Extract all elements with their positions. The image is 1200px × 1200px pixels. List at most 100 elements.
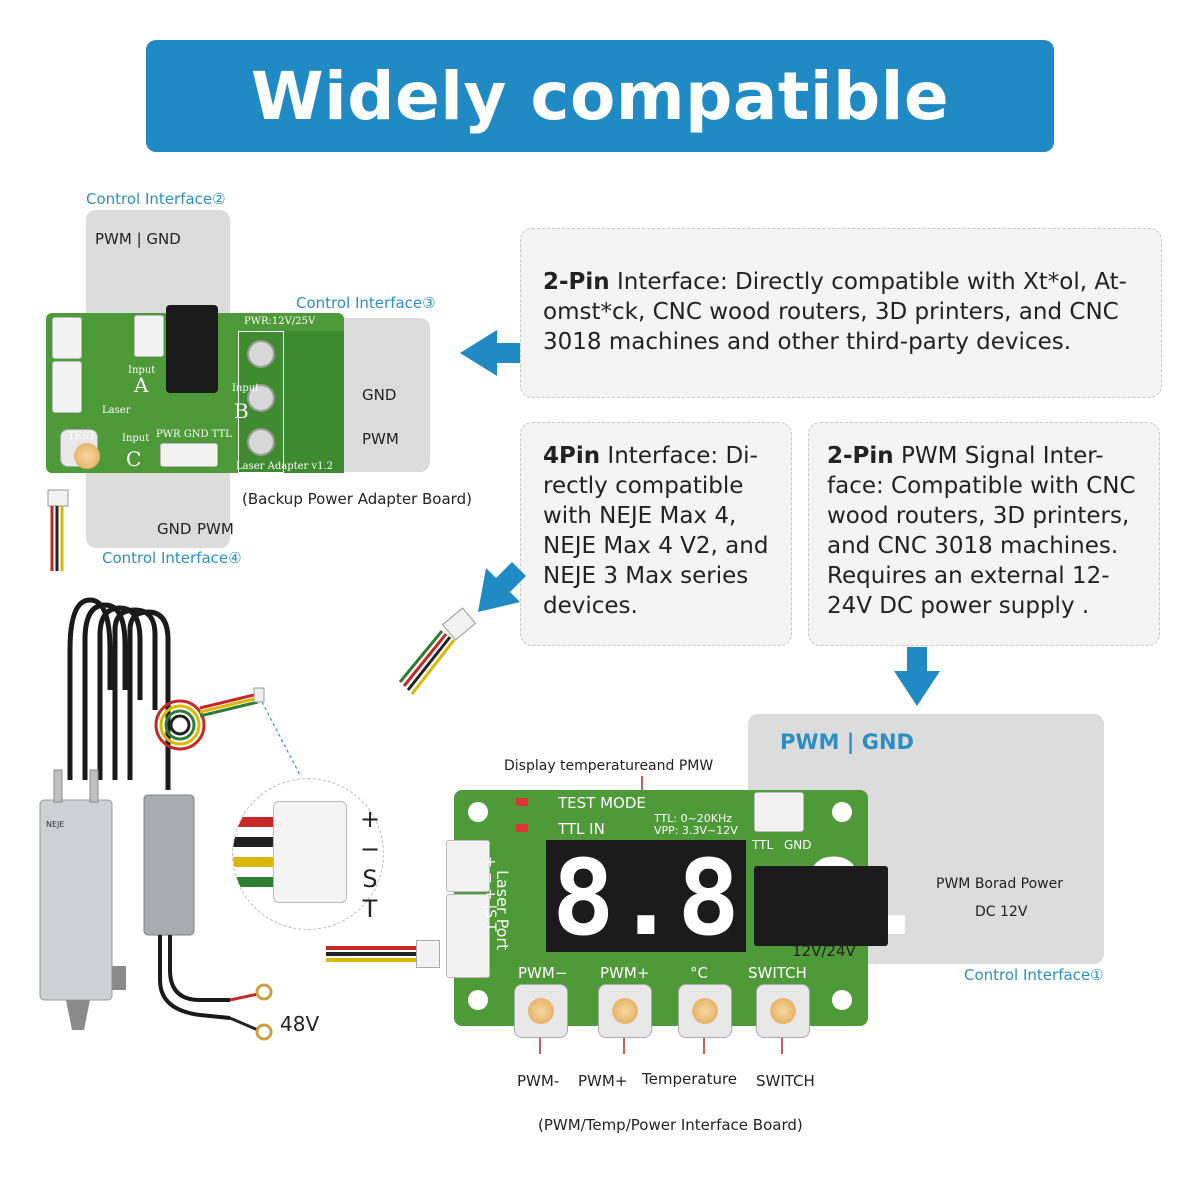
port-wire-red	[326, 946, 422, 950]
card-text: PWM Signal Inter-face: Compatible with C…	[827, 443, 1136, 619]
mount-hole	[468, 990, 488, 1010]
button-label-pwm-minus: PWM-	[517, 1072, 560, 1090]
mount-hole	[832, 990, 852, 1010]
mount-hole	[832, 802, 852, 822]
control-interface-2-label: Control Interface②	[86, 190, 226, 208]
backup-power-adapter-board: PWR:12V/25V Input A Laser Input B TEST I…	[46, 305, 344, 473]
terminal-screw-gnd	[247, 384, 275, 412]
control-interface-4-label: Control Interface④	[102, 549, 242, 567]
port-wire-black	[326, 952, 422, 956]
pwm-gnd-header: PWM | GND	[780, 730, 914, 754]
silk-a: A	[134, 373, 149, 397]
control-interface-1-label: Control Interface①	[964, 966, 1104, 984]
info-card-pwm-signal-interface: 2-Pin PWM Signal Inter-face: Compatible …	[808, 422, 1160, 646]
silk-ttl: TTL	[752, 838, 774, 852]
adapter-connector-1	[52, 317, 82, 359]
silk-btn-temp: °C	[690, 964, 708, 982]
silk-btn-pwm-plus: PWM+	[600, 964, 650, 982]
wire-green	[233, 877, 283, 887]
temperature-button[interactable]	[678, 984, 732, 1038]
silk-laser: Laser	[102, 405, 131, 416]
silk-input-c: Input	[122, 433, 150, 444]
mount-hole	[468, 802, 488, 822]
terminal-block	[238, 331, 284, 473]
silk-b: B	[234, 399, 249, 423]
card-text: Interface: Directly compatible with Xt*o…	[543, 269, 1127, 355]
title-banner: Widely compatible	[146, 40, 1054, 152]
connector-zoom-circle	[232, 778, 384, 930]
arrow-left-icon	[460, 330, 520, 376]
dc-power-jack	[754, 866, 888, 946]
arrow-down-icon	[894, 647, 940, 706]
pin-t: T	[362, 895, 378, 923]
card-bold-label: 2-Pin	[827, 443, 894, 469]
silk-port-pins: + − + |S T	[482, 856, 498, 932]
silk-btn-pwm-minus: PWM−	[518, 964, 568, 982]
control-interface-3-label: Control Interface③	[296, 294, 436, 312]
silk-input-b: Input	[232, 383, 260, 394]
silk-pwr: PWR:12V/25V	[244, 316, 316, 327]
button-label-switch: SWITCH	[756, 1072, 815, 1090]
voltage-label: 48V	[280, 1012, 320, 1036]
pin-minus: −	[359, 835, 381, 863]
silk-btn-switch: SWITCH	[748, 964, 807, 982]
pin-s: S	[362, 865, 378, 893]
button-label-pwm-plus: PWM+	[578, 1072, 628, 1090]
card-bold-label: 2-Pin	[543, 269, 610, 295]
gnd-bottom-label: GND	[157, 520, 192, 538]
adapter-board-caption: (Backup Power Adapter Board)	[242, 490, 472, 508]
green-terminal-housing	[284, 331, 344, 473]
silk-voltage: 12V/24V	[792, 942, 856, 960]
silk-ttl-freq: TTL: 0~20KHz	[654, 812, 733, 825]
pwm-minus-button[interactable]	[514, 984, 568, 1038]
ttl-in-led	[516, 824, 528, 832]
4pin-cable-icon	[398, 607, 477, 695]
port-plug	[416, 940, 440, 968]
adapter-pwm-gnd-connector	[134, 315, 164, 357]
pin-plus: +	[359, 805, 381, 833]
laser-port-connector-top	[446, 840, 490, 892]
pwm-bottom-label: PWM	[197, 520, 234, 538]
pwm-interface-board: TEST MODE TTL IN TTL: 0~20KHz VPP: 3.3V~…	[446, 790, 928, 1038]
display-label: Display temperatureand PMW	[504, 758, 714, 774]
wire-black	[233, 837, 283, 847]
arrow-down-left-icon	[478, 562, 526, 612]
silk-pwr-gnd-ttl: PWR GND TTL	[156, 429, 232, 440]
pwm-terminal-label: PWM	[362, 430, 399, 448]
adapter-cable-icon	[47, 489, 69, 571]
wire-yellow	[233, 857, 283, 867]
card-text: Interface: Di-rectly compatible with NEJ…	[543, 443, 769, 619]
card-bold-label: 4Pin	[543, 443, 601, 469]
pwm-plus-button[interactable]	[598, 984, 652, 1038]
power-label-line1: PWM Borad Power	[936, 876, 1063, 892]
silk-test-mode: TEST MODE	[558, 794, 646, 812]
silk-test: TEST	[68, 431, 96, 442]
switch-button[interactable]	[756, 984, 810, 1038]
test-button[interactable]	[60, 429, 100, 469]
silk-vpp: VPP: 3.3V~12V	[654, 824, 738, 837]
info-card-2pin-interface: 2-Pin Interface: Directly compatible wit…	[520, 228, 1162, 398]
silk-gnd: GND	[784, 838, 812, 852]
gnd-terminal-label: GND	[362, 386, 397, 404]
interface-board-caption: (PWM/Temp/Power Interface Board)	[538, 1116, 803, 1134]
test-mode-led	[516, 798, 528, 806]
pin-labels: + − S T	[358, 804, 382, 924]
silk-c: C	[126, 447, 142, 471]
seven-segment-display: 8.8.8.	[546, 840, 928, 952]
pwm-gnd-connector	[754, 792, 804, 832]
power-label-line2: DC 12V	[975, 904, 1028, 920]
laser-brand-label: NEJE	[46, 820, 65, 829]
terminal-screw-pwr	[247, 340, 275, 368]
silk-input-a: Input	[128, 365, 156, 376]
adapter-4pin-connector	[160, 443, 218, 467]
zoomed-connector	[273, 801, 347, 903]
page-title: Widely compatible	[250, 57, 950, 135]
terminal-screw-pwm	[247, 428, 275, 456]
laser-module-illustration	[39, 597, 273, 1041]
button-label-temperature: Temperature	[642, 1070, 738, 1088]
adapter-connector-2	[52, 361, 82, 413]
laser-port-connector-bottom	[446, 894, 490, 978]
silk-version: Laser Adapter v1.2	[236, 461, 334, 472]
wire-red	[233, 817, 283, 827]
dc-power-jack	[166, 305, 218, 393]
